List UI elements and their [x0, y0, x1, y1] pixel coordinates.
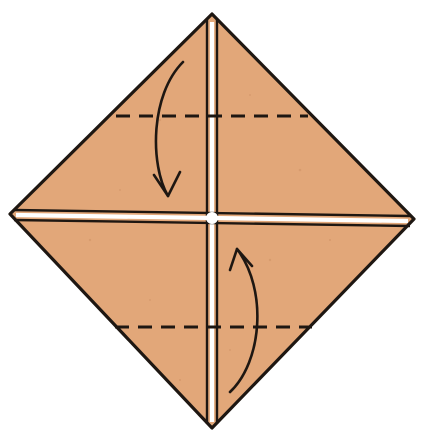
center-point: [206, 212, 218, 224]
